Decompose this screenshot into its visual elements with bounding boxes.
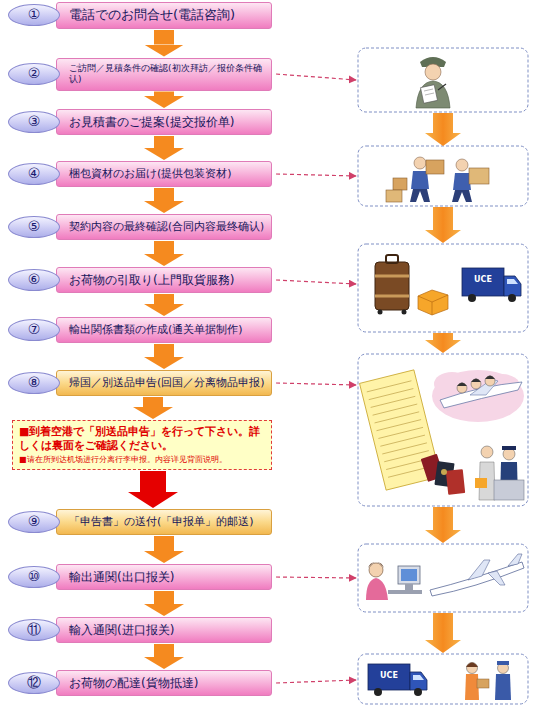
pickup-figure [375, 255, 521, 315]
process-box: 輸入通関(进口报关) [56, 617, 272, 643]
step-number-text: ⑥ [11, 271, 57, 289]
flow-arrow [154, 92, 174, 97]
declaration-figure [360, 370, 524, 500]
process-box: お見積書のご提案(提交报价单) [56, 109, 272, 135]
process-box: 契約内容の最終確認(合同内容最终确认) [56, 214, 272, 240]
flow-arrow [154, 536, 174, 551]
step-text: お見積書のご提案(提交报价单) [69, 115, 266, 130]
step-text: 輸出通関(出口报关) [69, 570, 266, 585]
flow-arrow [154, 30, 174, 45]
step-number-text: ③ [11, 113, 57, 131]
surveyor-figure [416, 57, 450, 108]
step-number: ⑧ [8, 372, 60, 394]
process-box: お荷物の配達(貨物抵達) [56, 670, 272, 696]
step-text: 電話でのお問合せ(電話咨詢) [69, 7, 266, 23]
step-number: ① [8, 4, 60, 26]
highlight-box: 「申告書」の送付(「申报单」的邮送) [56, 509, 272, 535]
step-number-text: ⑪ [11, 621, 57, 639]
step-text: 「申告書」の送付(「申报单」的邮送) [69, 515, 266, 529]
process-box: 輸出関係書類の作成(通关单据制作) [56, 317, 272, 343]
step-number-text: ⑫ [11, 674, 57, 692]
step-number: ⑩ [8, 566, 60, 588]
flow-arrow [143, 397, 163, 407]
customs-figure [366, 554, 524, 600]
process-box: 電話でのお問合せ(電話咨詢) [56, 2, 272, 29]
flow-arrow [154, 294, 174, 304]
step-text: ご訪問／見積条件の確認(初次拜訪／报价条件确认) [69, 63, 266, 86]
illustration-panels [358, 48, 528, 704]
step-number-text: ⑦ [11, 321, 57, 339]
step-number: ② [8, 63, 60, 85]
step-number: ⑪ [8, 619, 60, 641]
step-text: 輸入通関(进口报关) [69, 623, 266, 638]
process-box: 梱包資材のお届け(提供包装资材) [56, 161, 272, 187]
step-text: ■请在所到达机场进行分离行李申报。内容详见背面说明。 [19, 455, 265, 465]
truck-logo: UCE [462, 276, 504, 284]
process-box: 輸出通関(出口报关) [56, 564, 272, 590]
step-text: 梱包資材のお届け(提供包装资材) [69, 167, 266, 181]
process-box: ご訪問／見積条件の確認(初次拜訪／报价条件确认) [56, 58, 272, 91]
step-number: ⑤ [8, 216, 60, 238]
step-number-text: ① [11, 6, 57, 24]
flow-arrow [154, 136, 174, 148]
step-number: ③ [8, 111, 60, 133]
step-number: ⑥ [8, 269, 60, 291]
leader-arrows [276, 74, 356, 683]
flow-arrow [154, 344, 174, 357]
note-box: ■到着空港で「別送品申告」を行って下さい。詳しくは裏面をご確認ください。 ■请在所… [12, 420, 272, 470]
flow-arrow [154, 188, 174, 201]
movers-figure [386, 157, 489, 202]
step-text: 契約内容の最終確認(合同内容最终确认) [69, 220, 266, 233]
delivery-figure [368, 661, 511, 700]
step-number-text: ⑨ [11, 513, 57, 531]
step-text: 輸出関係書類の作成(通关单据制作) [69, 323, 266, 337]
flow-arrow [140, 471, 166, 492]
step-text: お荷物の配達(貨物抵達) [69, 676, 266, 691]
flow-arrow [154, 241, 174, 254]
step-text: ■到着空港で「別送品申告」を行って下さい。詳しくは裏面をご確認ください。 [19, 425, 265, 453]
step-number-text: ② [11, 65, 57, 83]
step-number-text: ⑤ [11, 218, 57, 236]
truck-logo: UCE [368, 672, 410, 680]
highlight-box: 帰国／別送品申告(回国／分离物品申报) [56, 370, 272, 396]
step-number: ⑨ [8, 511, 60, 533]
process-box: お荷物の引取り(上門取貨服務) [56, 267, 272, 293]
step-number: ⑫ [8, 672, 60, 694]
flow-arrow [154, 644, 174, 657]
step-number-text: ⑩ [11, 568, 57, 586]
step-text: 帰国／別送品申告(回国／分离物品申报) [69, 376, 266, 390]
step-number: ⑦ [8, 319, 60, 341]
step-number-text: ④ [11, 165, 57, 183]
flow-arrow [154, 591, 174, 604]
step-text: お荷物の引取り(上門取貨服務) [69, 273, 266, 288]
step-number-text: ⑧ [11, 374, 57, 392]
step-number: ④ [8, 163, 60, 185]
